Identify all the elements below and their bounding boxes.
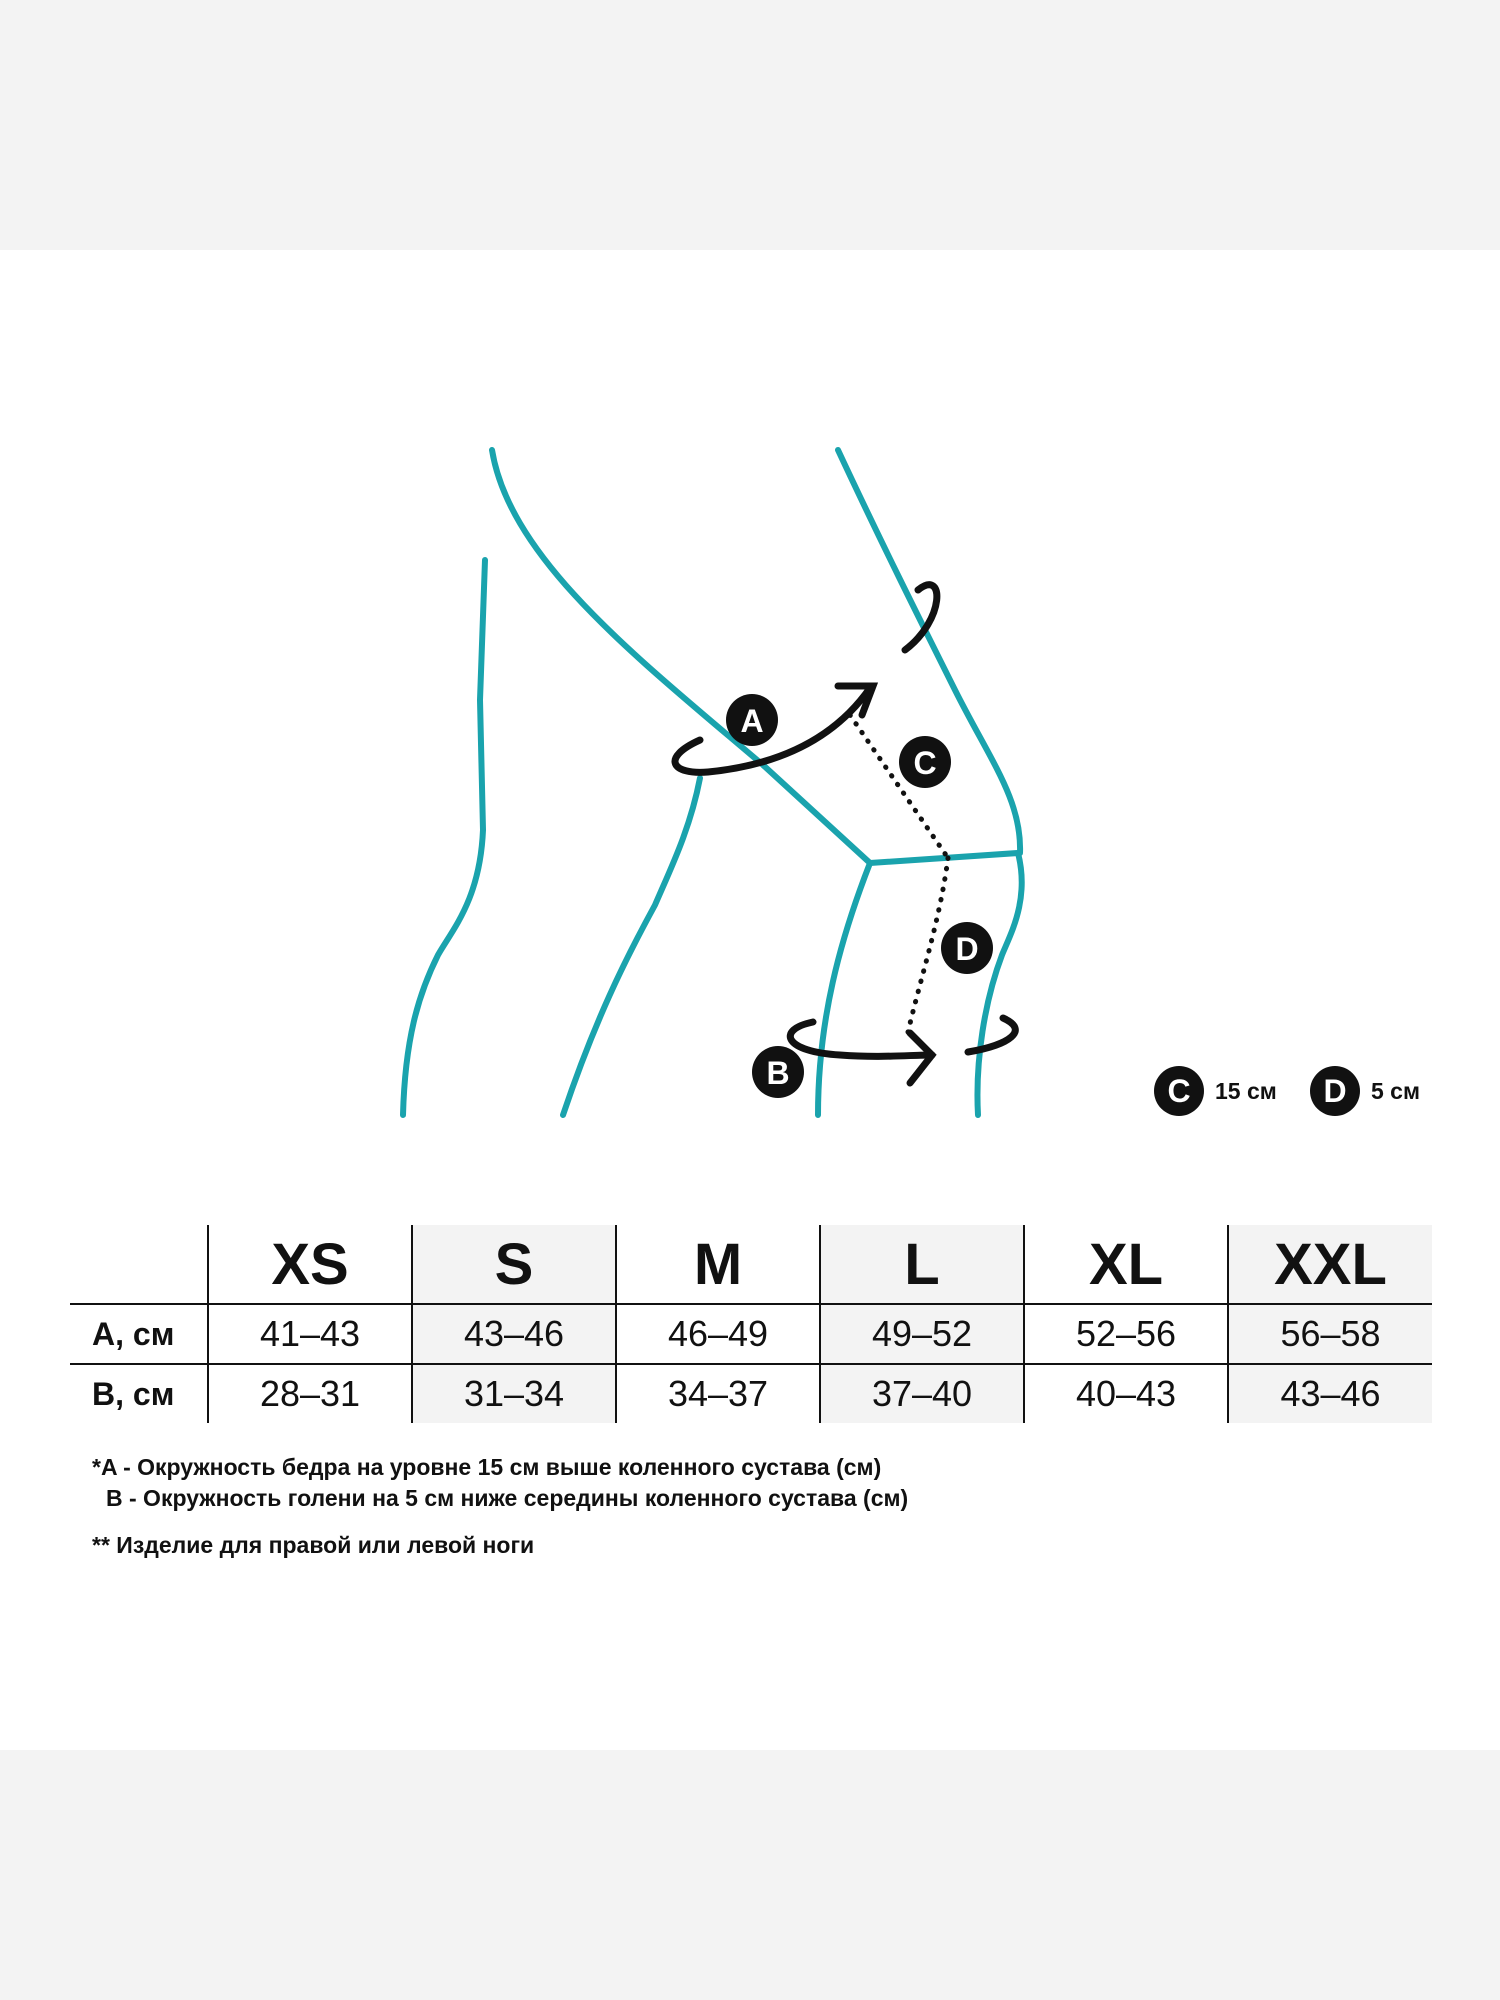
dotted-line-d: [905, 855, 951, 1035]
marker-d-circle: [941, 922, 993, 974]
marker-d: D: [941, 922, 993, 974]
legend-c-text: 15 см: [1215, 1077, 1277, 1104]
marker-c-circle: [899, 736, 951, 788]
row-a-label: A, см: [70, 1304, 208, 1365]
size-table: XS S M L XL XXL A, см 41–43 43–46 46–49 …: [70, 1225, 1432, 1423]
footnotes: *A - Окружность бедра на уровне 15 см вы…: [92, 1452, 908, 1561]
cell-b-l: 37–40: [819, 1364, 1024, 1423]
calf-tick: [964, 1014, 1019, 1056]
thigh-bottom-line: [835, 447, 1024, 856]
footnote-a: *A - Окружность бедра на уровне 15 см вы…: [92, 1454, 882, 1480]
table-row-a: A, см 41–43 43–46 46–49 49–52 52–56 56–5…: [70, 1304, 1432, 1365]
marker-a-circle: [726, 694, 778, 746]
size-chart-card: [0, 250, 1500, 1750]
marker-c: C: [899, 736, 951, 788]
table-corner-cell: [70, 1225, 208, 1305]
calf-back-line: [974, 850, 1025, 1118]
size-head-s: S: [411, 1225, 616, 1305]
cell-b-s: 31–34: [411, 1364, 616, 1423]
cell-a-xl: 52–56: [1023, 1304, 1228, 1365]
dotted-line-c: [847, 712, 951, 861]
thigh-top-tick: [901, 581, 941, 654]
arrow-a-head: [834, 682, 879, 719]
cell-b-xxl: 43–46: [1227, 1364, 1432, 1423]
size-head-xs: XS: [207, 1225, 412, 1305]
bottom-gray-band: [0, 1750, 1500, 2000]
top-gray-band: [0, 0, 1500, 250]
marker-b: B: [752, 1046, 804, 1098]
legend-d-badge: D: [1310, 1066, 1360, 1116]
marker-c-label: C: [913, 745, 936, 781]
cell-a-xs: 41–43: [207, 1304, 412, 1365]
arrow-a-path: [671, 684, 874, 776]
footnote-b: B - Окружность голени на 5 см ниже серед…: [106, 1485, 909, 1511]
arrow-b-path: [786, 1018, 936, 1060]
marker-a-label: A: [740, 703, 763, 739]
size-head-m: M: [615, 1225, 820, 1305]
measurement-arrows: [671, 581, 1019, 1087]
legend-c: C 15 см: [1154, 1066, 1277, 1116]
leg-outline: [400, 447, 1025, 1118]
arrow-b-head: [906, 1029, 937, 1087]
cell-a-xxl: 56–58: [1227, 1304, 1432, 1365]
marker-d-label: D: [955, 931, 978, 967]
left-leg-front-line: [560, 775, 703, 1118]
legend-c-badge: C: [1154, 1066, 1204, 1116]
cell-b-m: 34–37: [615, 1364, 820, 1423]
cell-a-s: 43–46: [411, 1304, 616, 1365]
left-leg-back-line: [400, 557, 488, 1118]
marker-b-label: B: [766, 1055, 789, 1091]
legend-d-text: 5 см: [1371, 1077, 1420, 1104]
table-row-b: B, см 28–31 31–34 34–37 37–40 40–43 43–4…: [70, 1364, 1432, 1423]
knee-band-line: [867, 850, 1021, 866]
cell-b-xs: 28–31: [207, 1364, 412, 1423]
cell-b-xl: 40–43: [1023, 1364, 1228, 1423]
marker-a: A: [726, 694, 778, 746]
row-b-label: B, см: [92, 1375, 175, 1412]
marker-b-circle: [752, 1046, 804, 1098]
cell-a-l: 49–52: [819, 1304, 1024, 1365]
footnote-product: ** Изделие для правой или левой ноги: [92, 1532, 535, 1558]
size-head-xl: XL: [1023, 1225, 1228, 1305]
size-head-l: L: [819, 1225, 1024, 1305]
thigh-top-line: [489, 447, 873, 866]
size-header-row: XS S M L XL XXL: [70, 1225, 1432, 1305]
cell-a-m: 46–49: [615, 1304, 820, 1365]
measurement-dotted-lines: [847, 712, 951, 1035]
legend-d: D 5 см: [1310, 1066, 1420, 1116]
size-head-xxl: XXL: [1227, 1225, 1432, 1305]
shin-front-line: [815, 860, 873, 1118]
